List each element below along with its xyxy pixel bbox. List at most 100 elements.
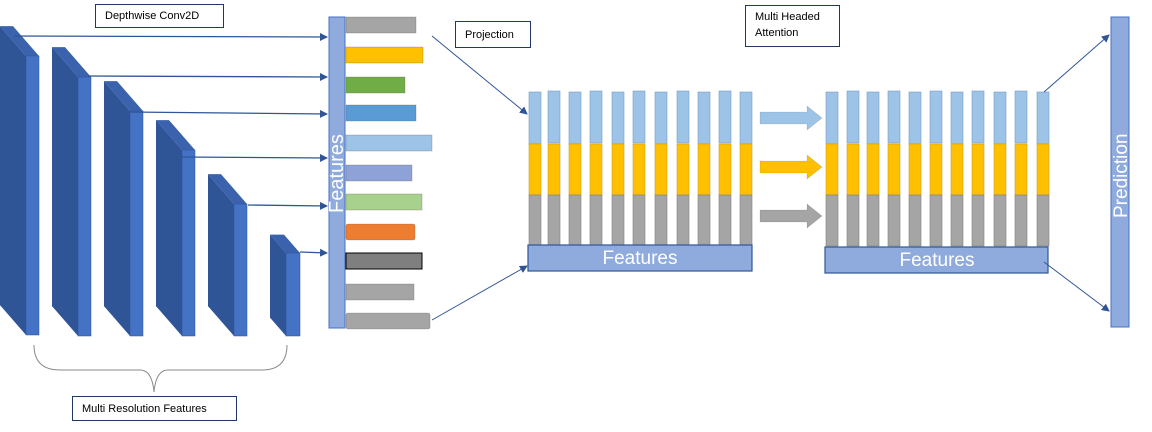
brace-icon — [33, 344, 288, 393]
column-segment-gold — [589, 143, 603, 196]
column-segment-gray — [568, 194, 582, 247]
features-vertical-label: Features — [326, 134, 348, 213]
column-segment-gold — [547, 143, 561, 196]
column-segment-gold — [654, 143, 668, 196]
block-front-face — [233, 203, 248, 337]
arrow-icon — [1043, 34, 1110, 93]
column-segment-gray — [887, 194, 901, 247]
token-column-icon — [846, 90, 860, 247]
attention-text: Attention — [755, 27, 799, 39]
column-segment-blue — [846, 90, 860, 144]
block-side-face — [156, 120, 182, 336]
column-segment-blue — [589, 90, 603, 144]
multires-brace-group — [33, 344, 288, 393]
column-segment-gray — [611, 194, 625, 247]
feature-bar-icon — [345, 76, 406, 94]
column-segment-gold — [825, 143, 839, 196]
prediction-label: Prediction — [1111, 134, 1132, 219]
features-base-bar — [527, 244, 753, 272]
column-segment-gold — [568, 143, 582, 196]
token-column-icon — [718, 90, 732, 247]
token-column-icon — [887, 90, 901, 247]
block-front-face — [77, 76, 92, 337]
features-base-bar — [824, 246, 1049, 274]
block-top-face — [208, 174, 247, 204]
column-segment-gold — [866, 143, 880, 196]
multi-resolution-features-label: Multi Resolution Features — [72, 396, 237, 421]
features-label-stack-2: Features — [900, 250, 975, 271]
column-segment-gold — [632, 143, 646, 196]
features-panel-group — [328, 16, 346, 329]
token-column-icon — [993, 91, 1007, 247]
column-segment-blue — [547, 90, 561, 144]
column-segment-gray — [950, 194, 964, 247]
column-segment-gray — [971, 194, 985, 247]
column-segment-blue — [971, 90, 985, 144]
feature-bar-icon — [345, 193, 423, 211]
token-column-icon — [568, 91, 582, 247]
column-segment-gray — [993, 194, 1007, 247]
column-segment-gold — [1014, 143, 1028, 196]
column-segment-blue — [718, 90, 732, 144]
arrow-icon — [179, 153, 328, 162]
block-top-face — [270, 234, 300, 253]
column-segment-gold — [887, 143, 901, 196]
token-column-icon — [971, 90, 985, 247]
token-column-icon — [739, 91, 753, 247]
column-segment-blue — [697, 91, 711, 145]
block-top-face — [0, 26, 39, 56]
column-segment-blue — [887, 90, 901, 144]
token-column-icon — [950, 91, 964, 247]
column-segment-blue — [654, 91, 668, 145]
3d-block-icon — [208, 174, 248, 337]
arrow-icon — [759, 105, 823, 131]
column-segment-gold — [971, 143, 985, 196]
block-front-face — [129, 110, 144, 337]
3d-block-icon — [0, 26, 40, 336]
token-column-icon — [697, 91, 711, 247]
feature-bar-icon — [345, 164, 413, 182]
column-segment-blue — [908, 91, 922, 145]
token-column-icon — [632, 90, 646, 247]
feature-bar-icon — [345, 46, 424, 64]
3d-block-icon — [104, 81, 144, 337]
block-side-face — [208, 174, 234, 336]
features-label-stack-1: Features — [603, 248, 678, 269]
column-segment-gray — [547, 194, 561, 247]
column-segment-gold — [1036, 143, 1050, 196]
prediction-bar — [1110, 16, 1130, 328]
arrow-icon — [759, 154, 823, 180]
column-segment-gold — [739, 143, 753, 196]
column-segment-gold — [908, 143, 922, 196]
feature-bars-group — [345, 16, 433, 330]
feature-bar-icon — [345, 312, 431, 330]
column-segment-gray — [846, 194, 860, 247]
block-side-face — [104, 81, 130, 336]
arrow-icon — [431, 265, 528, 321]
column-segment-gray — [654, 194, 668, 247]
token-column-icon — [1014, 90, 1028, 247]
column-segment-gray — [1014, 194, 1028, 247]
token-column-icon — [547, 90, 561, 247]
column-segment-gray — [528, 194, 542, 247]
column-segment-blue — [929, 90, 943, 144]
column-segment-gold — [929, 143, 943, 196]
column-segment-gold — [611, 143, 625, 196]
feature-bar-icon — [345, 134, 433, 152]
connection-arrows-group — [13, 32, 528, 321]
column-segment-gray — [908, 194, 922, 247]
arrow-icon — [13, 32, 328, 41]
column-segment-blue — [611, 91, 625, 145]
block-front-face — [25, 55, 40, 336]
column-segment-gray — [825, 194, 839, 247]
column-segment-blue — [739, 91, 753, 145]
feature-bar-icon — [345, 104, 417, 122]
column-segment-gold — [697, 143, 711, 196]
column-segment-gray — [929, 194, 943, 247]
token-column-icon — [676, 90, 690, 247]
block-side-face — [52, 47, 78, 336]
projection-stack-group — [527, 90, 753, 272]
block-top-face — [156, 120, 195, 150]
